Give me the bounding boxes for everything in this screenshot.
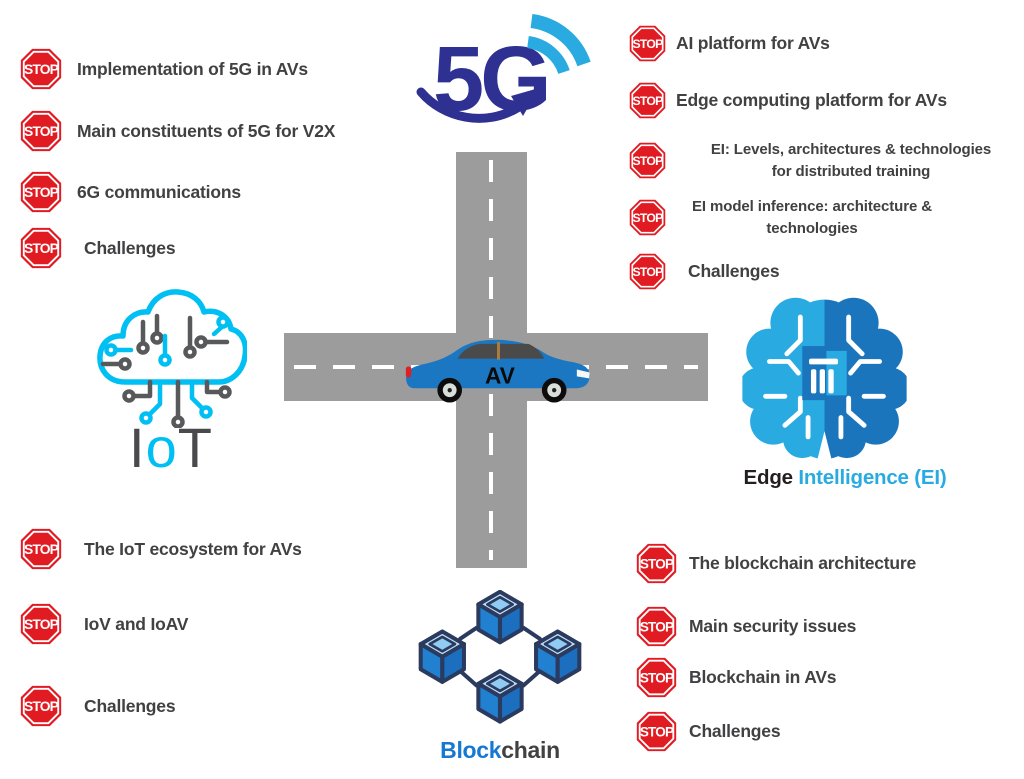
car-taillight	[405, 366, 412, 378]
topic-item-ei-3: EI: Levels, architectures & technologies…	[629, 139, 1024, 183]
stop-sign-icon	[20, 528, 62, 570]
topic-item-ei-5: Challenges	[629, 253, 780, 290]
topic-item-bc-3: Blockchain in AVs	[636, 657, 837, 698]
topic-item-iot-1: The IoT ecosystem for AVs	[20, 528, 302, 570]
stop-sign-icon	[20, 110, 62, 152]
stop-sign-icon	[629, 199, 666, 236]
iot-label-t: T	[177, 416, 213, 479]
blockchain-logo	[405, 590, 595, 736]
topic-item-ei-1: AI platform for AVs	[629, 25, 830, 62]
brain-right-half	[824, 297, 907, 460]
brain-circuits	[763, 314, 886, 440]
stop-sign-icon	[629, 25, 666, 62]
wifi-arc-inner	[526, 36, 570, 75]
stop-sign-icon	[636, 543, 677, 584]
topic-label: Challenges	[84, 695, 176, 716]
intelligence-word: Intelligence (EI)	[798, 466, 947, 489]
topic-item-bc-1: The blockchain architecture	[636, 543, 916, 584]
car-label: AV	[485, 362, 515, 388]
car-headlight	[576, 369, 590, 379]
brain-chip-icon	[802, 346, 847, 401]
stop-sign-icon	[20, 227, 62, 269]
cube-left	[421, 631, 464, 681]
topic-item-5g-2: Main constituents of 5G for V2X	[20, 110, 335, 152]
car-windows	[457, 343, 545, 359]
stop-sign-icon	[629, 142, 666, 179]
topic-label: Main constituents of 5G for V2X	[77, 120, 336, 141]
car-rear-wheel	[437, 377, 463, 403]
car-pillar	[497, 341, 500, 360]
topic-label: IoV and IoAV	[84, 613, 189, 634]
edge-word: Edge	[743, 466, 794, 489]
iot-label-o: o	[145, 416, 178, 479]
stop-sign-icon	[629, 82, 666, 119]
circuit-traces-cyan	[104, 315, 230, 425]
topic-item-ei-2: Edge computing platform for AVs	[629, 82, 947, 119]
topic-item-5g-3: 6G communications	[20, 171, 241, 213]
circuit-traces-gray	[100, 313, 232, 428]
cloud-outline	[97, 289, 247, 385]
topic-label: AI platform for AVs	[676, 33, 830, 53]
cube-top	[478, 592, 521, 642]
swoosh-arrowhead	[511, 88, 539, 116]
topic-label: EI model inference: architecture & techn…	[691, 198, 932, 237]
topic-item-5g-4: Challenges	[20, 227, 176, 269]
topic-label: Main security issues	[689, 616, 857, 636]
topic-label: EI: Levels, architectures & technologies…	[710, 141, 992, 180]
iot-label-i: I	[129, 416, 146, 479]
stop-sign-icon	[636, 657, 677, 698]
stop-sign-icon	[20, 171, 62, 213]
block-word: Block	[440, 737, 502, 763]
chain-word: chain	[501, 737, 560, 763]
iot-logo	[97, 289, 247, 428]
topic-label: Implementation of 5G in AVs	[77, 58, 308, 79]
five-g-logo: 5G	[416, 14, 591, 130]
topic-label: Edge computing platform for AVs	[676, 90, 947, 110]
topic-item-bc-4: Challenges	[636, 711, 781, 752]
topic-label: Challenges	[689, 721, 781, 741]
topic-label: Challenges	[688, 261, 780, 281]
topic-label: Blockchain in AVs	[689, 667, 837, 687]
iot-label: IoT	[95, 420, 247, 476]
edge-intelligence-label: Edge Intelligence (EI)	[700, 466, 990, 490]
car-body	[406, 339, 590, 389]
topic-label: 6G communications	[77, 181, 241, 202]
stop-sign-icon	[629, 253, 666, 290]
car-front-wheel	[541, 377, 567, 403]
av-car-illustration: AV	[405, 339, 590, 403]
stop-sign-icon	[20, 48, 62, 90]
stop-sign-icon	[20, 685, 62, 727]
stop-sign-icon	[20, 603, 62, 645]
topic-label: The blockchain architecture	[689, 553, 917, 573]
topic-item-5g-1: Implementation of 5G in AVs	[20, 48, 308, 90]
wifi-arc-outer	[530, 14, 591, 67]
stop-sign-icon	[636, 606, 677, 647]
swoosh-arrow	[416, 87, 524, 123]
stop-sign-icon	[636, 711, 677, 752]
topic-label: Challenges	[84, 237, 176, 258]
topic-item-iot-3: Challenges	[20, 685, 176, 727]
topic-item-iot-2: IoV and IoAV	[20, 603, 188, 645]
cube-bottom	[478, 671, 521, 721]
blockchain-links	[458, 625, 542, 688]
edge-intelligence-logo	[742, 297, 907, 462]
topic-item-ei-4: EI model inference: architecture & techn…	[629, 196, 948, 240]
brain-bottom-notch	[816, 431, 833, 462]
cube-right	[536, 631, 579, 681]
blockchain-label: Blockchain	[400, 737, 600, 764]
topic-item-bc-2: Main security issues	[636, 606, 856, 647]
topic-label: The IoT ecosystem for AVs	[84, 538, 302, 559]
